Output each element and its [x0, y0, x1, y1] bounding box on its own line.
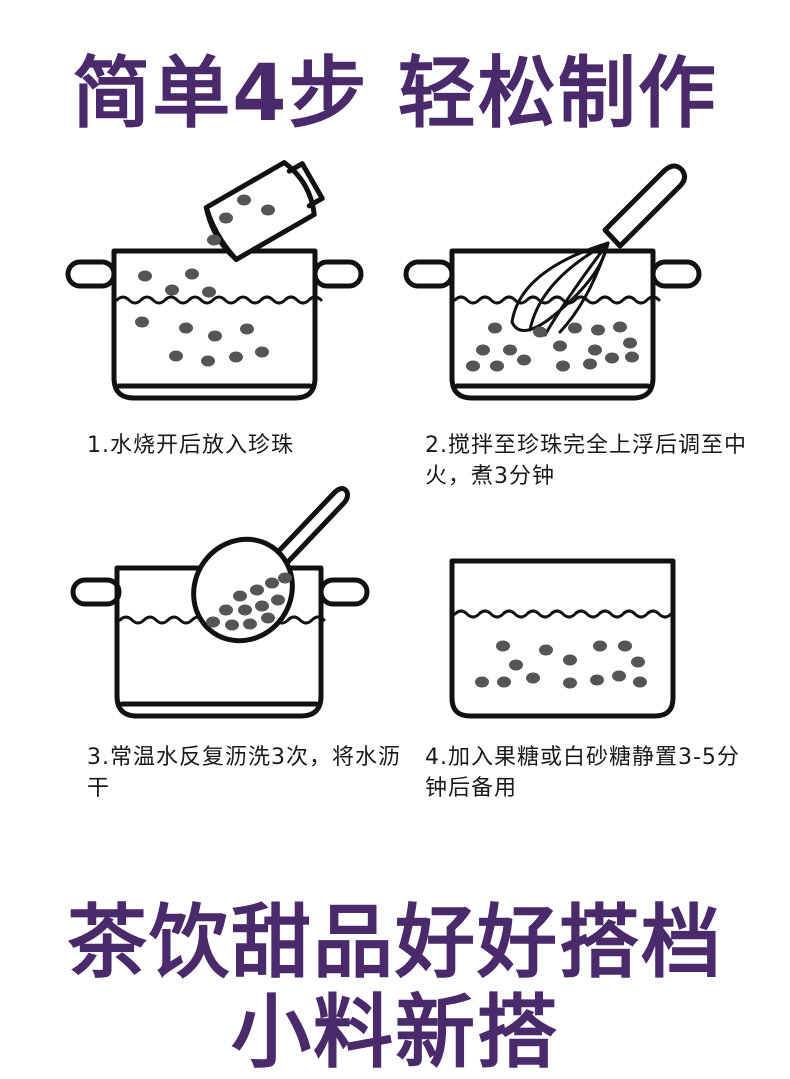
pot-with-strainer-icon	[70, 486, 370, 719]
step-1-text: 1.水烧开后放入珍珠	[87, 433, 294, 458]
pearls-step4	[475, 640, 647, 689]
pot-with-whisk-icon	[403, 163, 702, 401]
step-2-text: 2.搅拌至珍珠完全上浮后调至中火，煮3分钟	[425, 433, 747, 489]
section-subtitle: 小料新搭	[231, 986, 559, 1079]
step-4-text: 4.加入果糖或白砂糖静置3-5分钟后备用	[425, 745, 740, 801]
pearls-step2	[466, 321, 639, 372]
section-title: 茶饮甜品好好搭档	[67, 896, 723, 989]
bowl-with-pearls-icon	[449, 558, 676, 719]
pot-with-cup-icon	[65, 160, 364, 401]
step-3-text: 3.常温水反复沥洗3次，将水沥干	[87, 745, 401, 801]
illustrations	[65, 160, 702, 719]
page-title: 简单4步 轻松制作	[72, 49, 718, 139]
